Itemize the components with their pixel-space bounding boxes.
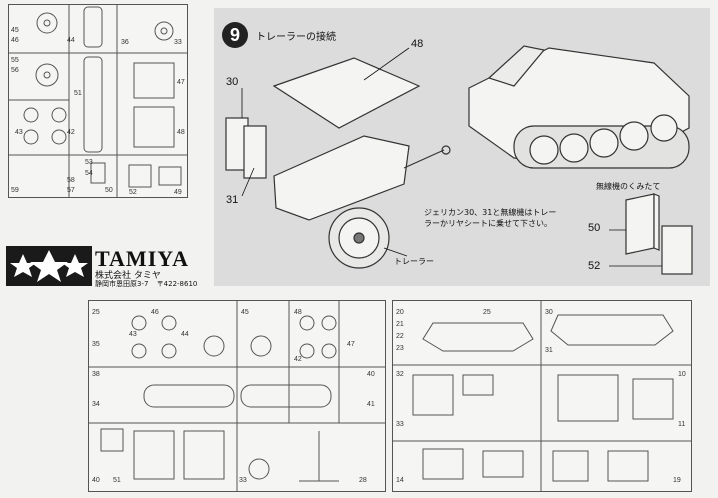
- assembly-step-panel: 9 トレーラーの接続: [214, 8, 710, 286]
- part-number: 42: [67, 129, 75, 136]
- part-number: 19: [673, 477, 681, 484]
- part-number: 45: [241, 309, 249, 316]
- part-number: 56: [11, 67, 19, 74]
- part-number: 40: [367, 371, 375, 378]
- callout-part-31: 31: [226, 194, 239, 206]
- part-number: 46: [151, 309, 159, 316]
- part-number: 40: [92, 477, 100, 484]
- part-number: 48: [294, 309, 302, 316]
- part-number: 25: [483, 309, 491, 316]
- part-number: 49: [174, 189, 182, 196]
- sprue-top-left-drawing: [9, 5, 187, 197]
- step-number-badge: 9: [222, 22, 248, 48]
- part-number: 33: [174, 39, 182, 46]
- sprue-bottom-right-drawing: [393, 301, 691, 491]
- jerrycan-note-line2: ラーかリヤシートに乗せて下さい。: [424, 219, 552, 228]
- callout-part-30: 30: [226, 76, 239, 88]
- part-number: 21: [396, 321, 404, 328]
- part-number: 59: [11, 187, 19, 194]
- postal-code: 〒422-8610: [156, 280, 198, 288]
- callout-part-50: 50: [588, 222, 601, 234]
- part-number: 46: [11, 37, 19, 44]
- part-number: 51: [113, 477, 121, 484]
- part-number: 22: [396, 333, 404, 340]
- part-number: 11: [678, 421, 686, 428]
- part-number: 14: [396, 477, 404, 484]
- tamiya-star-logo: [6, 246, 92, 286]
- address-text: 静岡市恩田原3-7: [95, 280, 149, 288]
- part-number: 53: [85, 159, 93, 166]
- sprue-frame-bottom-left: 25 46 43 44 45 47 35 48 42 40 41 38 34 4…: [88, 300, 386, 492]
- part-number: 36: [121, 39, 129, 46]
- part-number: 41: [367, 401, 375, 408]
- part-number: 51: [74, 90, 82, 97]
- part-number: 38: [92, 371, 100, 378]
- part-number: 57: [67, 187, 75, 194]
- part-number: 54: [85, 170, 93, 177]
- part-number: 47: [347, 341, 355, 348]
- trailer-label: トレーラー: [394, 257, 434, 266]
- part-number: 23: [396, 345, 404, 352]
- sprue-frame-top-left: 45 46 44 36 33 55 56 47 51 43 42 48 53 5…: [8, 4, 188, 198]
- star-logo-icon: [10, 250, 88, 282]
- part-number: 48: [177, 129, 185, 136]
- part-number: 44: [181, 331, 189, 338]
- callout-part-48: 48: [411, 38, 424, 50]
- part-number: 45: [11, 27, 19, 34]
- sprue-bottom-left-drawing: [89, 301, 385, 491]
- assembly-illustration: [225, 45, 693, 275]
- part-number: 34: [92, 401, 100, 408]
- step-title: トレーラーの接続: [256, 32, 336, 43]
- part-number: 31: [545, 347, 553, 354]
- part-number: 42: [294, 356, 302, 363]
- part-number: 28: [359, 477, 367, 484]
- company-address: 静岡市恩田原3-7 〒422-8610: [95, 279, 197, 289]
- radio-assembly-label: 無線機のくみたて: [596, 182, 661, 191]
- jerrycan-note-line1: ジェリカン30、31と無線機はトレー: [424, 208, 557, 217]
- callout-part-52: 52: [588, 260, 601, 272]
- company-name: 株式会社 タミヤ: [95, 271, 161, 281]
- brand-name: TAMIYA: [95, 246, 190, 271]
- part-number: 33: [239, 477, 247, 484]
- part-number: 43: [129, 331, 137, 338]
- part-number: 52: [129, 189, 137, 196]
- part-number: 44: [67, 37, 75, 44]
- part-number: 32: [396, 371, 404, 378]
- part-number: 58: [67, 177, 75, 184]
- part-number: 35: [92, 341, 100, 348]
- part-number: 10: [678, 371, 686, 378]
- part-number: 30: [545, 309, 553, 316]
- part-number: 55: [11, 57, 19, 64]
- part-number: 25: [92, 309, 100, 316]
- part-number: 43: [15, 129, 23, 136]
- part-number: 33: [396, 421, 404, 428]
- sprue-frame-bottom-right: 20 21 22 23 25 30 31 32 33 10 11 14 19: [392, 300, 692, 492]
- part-number: 20: [396, 309, 404, 316]
- part-number: 47: [177, 79, 185, 86]
- part-number: 50: [105, 187, 113, 194]
